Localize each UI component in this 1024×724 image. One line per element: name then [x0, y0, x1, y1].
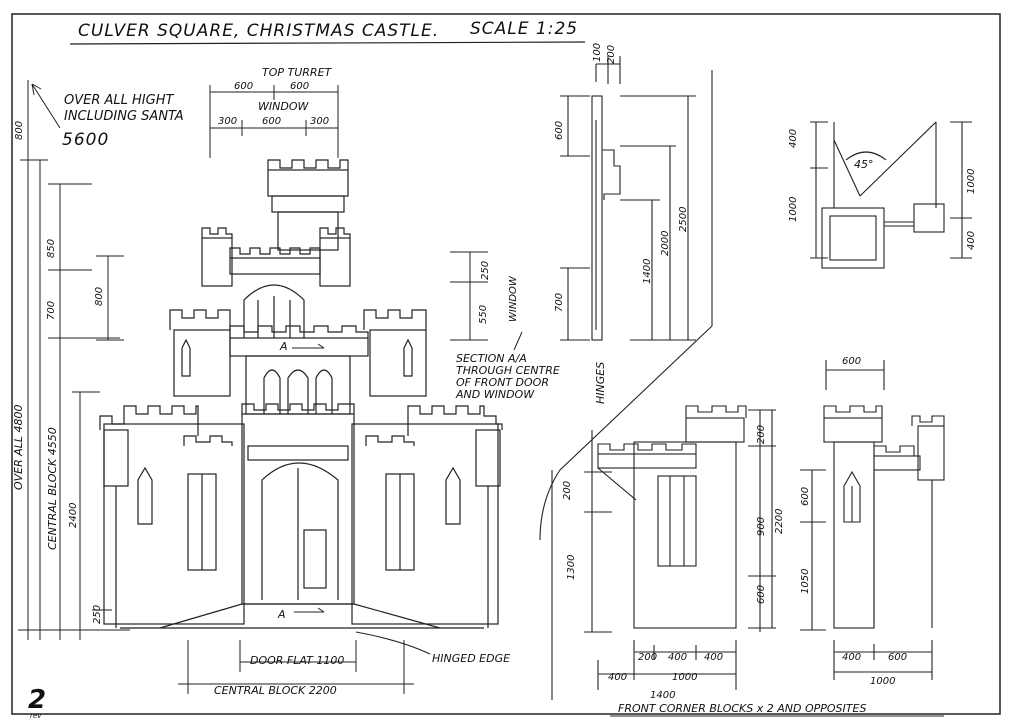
- drawing-title: CULVER SQUARE, CHRISTMAS CASTLE.: [78, 21, 439, 41]
- castle-front-elevation: [99, 159, 503, 629]
- window-side-dims: [450, 251, 488, 341]
- dim-central-block-4550: CENTRAL BLOCK 4550: [46, 427, 59, 550]
- dim-700: 700: [46, 301, 57, 320]
- plan-view: [810, 121, 972, 269]
- corner-bottom-400-b: 400: [704, 652, 723, 663]
- overall-height-note: OVER ALL HIGHT INCLUDING SANTA 5600: [31, 83, 184, 150]
- window-dim-left: 300: [218, 116, 237, 127]
- section-mark-a-top: A: [279, 340, 288, 353]
- overall-height-value: 5600: [62, 130, 109, 150]
- section-arrows: [292, 343, 325, 613]
- hinges-label: HINGES: [594, 362, 607, 404]
- section-view: [539, 56, 713, 700]
- corner-dim-600-a: 600: [756, 585, 767, 604]
- corner-bottom-400-c: 400: [608, 672, 627, 683]
- section-note: SECTION A/A THROUGH CENTRE OF FRONT DOOR…: [455, 331, 560, 401]
- plan-angle-45: 45°: [854, 158, 874, 171]
- section-note-line2: THROUGH CENTRE: [456, 364, 560, 377]
- dim-800-top: 800: [14, 121, 25, 140]
- corner-bottom-1400: 1400: [650, 690, 675, 701]
- corner-bottom-1000: 1000: [672, 672, 697, 683]
- overall-height-line2: INCLUDING SANTA: [64, 109, 184, 124]
- side-dim-600: 600: [800, 487, 811, 506]
- corner-dim-1300: 1300: [566, 555, 577, 580]
- front-corner-blocks-label: FRONT CORNER BLOCKS x 2 AND OPPOSITES: [618, 702, 866, 715]
- door-flat-label: DOOR FLAT 1100: [250, 654, 344, 667]
- overall-height-line1: OVER ALL HIGHT: [64, 93, 174, 108]
- sheet-number: 2: [28, 685, 46, 715]
- section-dim-600: 600: [554, 121, 565, 140]
- plan-dim-1000-right: 1000: [966, 169, 977, 194]
- section-dim-2000: 2000: [660, 231, 671, 256]
- window-dim-mid: 600: [262, 116, 281, 127]
- section-dim-1400: 1400: [642, 259, 653, 284]
- turret-dim-left: 600: [234, 81, 253, 92]
- window-label: WINDOW: [258, 100, 309, 113]
- corner-bottom-400-a: 400: [668, 652, 687, 663]
- section-dim-100: 100: [592, 43, 603, 62]
- section-note-line3: OF FRONT DOOR: [456, 376, 549, 389]
- side-bottom-1000: 1000: [870, 676, 895, 687]
- dim-window-label: WINDOW: [508, 275, 519, 322]
- top-turret-label: TOP TURRET: [262, 66, 333, 79]
- section-dim-2500: 2500: [678, 207, 689, 232]
- section-note-line1: SECTION A/A: [456, 352, 527, 365]
- hinged-edge-label: HINGED EDGE: [432, 652, 510, 665]
- central-block-label: CENTRAL BLOCK 2200: [214, 684, 337, 697]
- corner-dim-2200: 2200: [774, 509, 785, 534]
- drawing-scale: SCALE 1:25: [470, 19, 578, 39]
- section-dim-700: 700: [554, 293, 565, 312]
- title-block: CULVER SQUARE, CHRISTMAS CASTLE. SCALE 1…: [69, 19, 586, 45]
- side-dim-1050: 1050: [800, 569, 811, 594]
- sheet-border: [11, 13, 1001, 715]
- dim-250-base: 250: [92, 605, 103, 624]
- front-bottom-dims: [178, 640, 414, 694]
- plan-dim-400-right: 400: [966, 231, 977, 250]
- corner-block-side: [800, 360, 945, 680]
- side-bottom-600: 600: [888, 652, 907, 663]
- dim-550-window: 550: [478, 305, 489, 324]
- corner-dim-200-b: 200: [756, 425, 767, 444]
- side-dim-600-top: 600: [842, 356, 861, 367]
- plan-dim-1000-left: 1000: [788, 197, 799, 222]
- dim-250-window: 250: [480, 261, 491, 280]
- plan-dim-400-left: 400: [788, 129, 799, 148]
- dim-850: 850: [46, 239, 57, 258]
- front-elevation-left-dims: [18, 80, 130, 640]
- turret-dim-right: 600: [290, 81, 309, 92]
- window-dim-right: 300: [310, 116, 329, 127]
- hinged-edge-leader: [355, 631, 431, 655]
- sheet-sub: rev: [30, 712, 42, 720]
- corner-bottom-200: 200: [638, 652, 657, 663]
- section-note-line4: AND WINDOW: [455, 388, 535, 401]
- corner-block-front: [584, 405, 776, 690]
- corner-dim-200-a: 200: [562, 481, 573, 500]
- dim-800-tower: 800: [94, 287, 105, 306]
- side-bottom-400: 400: [842, 652, 861, 663]
- top-turret-dims: [209, 85, 339, 158]
- dim-2400: 2400: [68, 503, 79, 528]
- section-mark-a-bottom: A: [277, 608, 286, 621]
- dim-overall-4800: OVER ALL 4800: [12, 404, 25, 490]
- section-dim-200: 200: [606, 45, 617, 64]
- corner-dim-900: 900: [756, 517, 767, 536]
